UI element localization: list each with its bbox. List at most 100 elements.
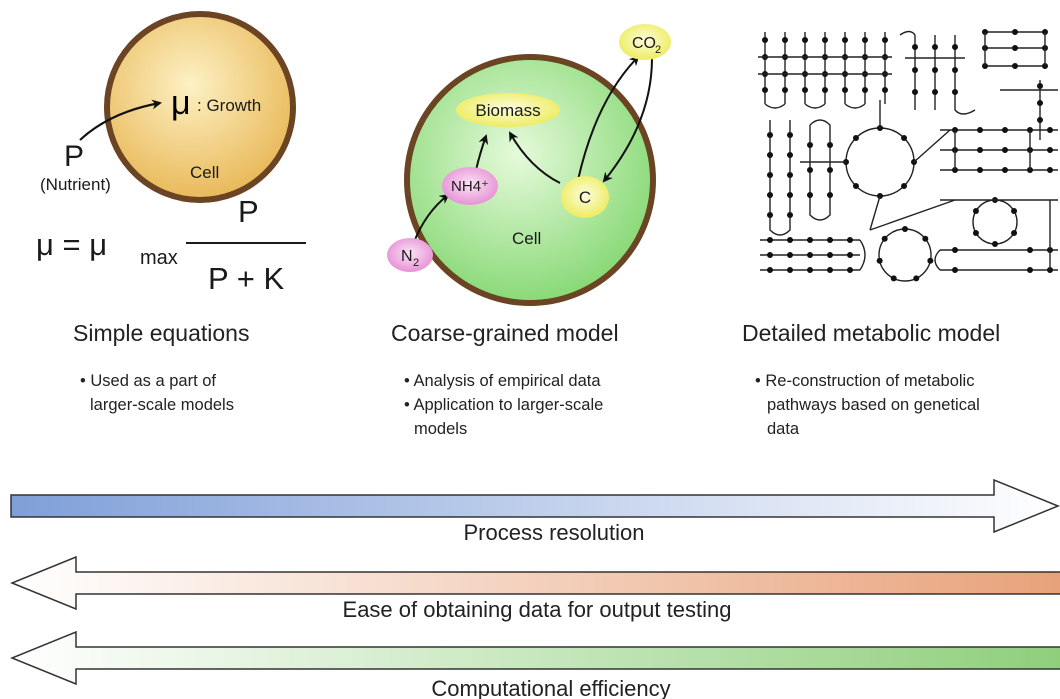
equation-lhs: μ = μ — [36, 227, 107, 262]
network-node — [762, 87, 768, 93]
network-node — [787, 212, 793, 218]
network-node — [1012, 63, 1018, 69]
network-pathway — [769, 120, 791, 236]
network-edge — [869, 199, 956, 231]
nutrient-label: (Nutrient) — [40, 175, 111, 194]
network-node — [977, 127, 983, 133]
network-node — [787, 172, 793, 178]
network-node — [827, 167, 833, 173]
equation-numerator: P — [238, 194, 259, 229]
simple-cell-label: Cell — [190, 163, 219, 182]
nh4-node — [442, 167, 498, 205]
network-node — [952, 89, 958, 95]
network-node — [862, 37, 868, 43]
simple-model-panel: μ : Growth Cell P (Nutrient) μ = μ max P… — [36, 11, 306, 296]
network-pathway — [809, 119, 831, 221]
network-node — [912, 89, 918, 95]
network-node — [782, 87, 788, 93]
network-node — [767, 267, 773, 273]
network-node — [977, 167, 983, 173]
network-node — [972, 208, 979, 214]
coarse-model-panel: Cell Biomass NH4⁺ C CO 2 N 2 — [387, 24, 671, 306]
biomass-node — [456, 93, 560, 127]
network-node — [1047, 127, 1053, 133]
bullet-simple-1-line-2: larger-scale models — [90, 396, 234, 414]
network-node — [1037, 83, 1043, 89]
network-node — [787, 252, 793, 258]
mu-symbol: μ — [171, 84, 191, 122]
network-node — [822, 87, 828, 93]
network-node — [852, 134, 859, 141]
network-edge — [869, 195, 881, 231]
network-pathway — [899, 30, 916, 36]
network-node — [787, 152, 793, 158]
network-pathway — [934, 249, 941, 271]
bullet-coarse-2-line-1: • Application to larger-scale — [404, 396, 603, 414]
network-node — [1012, 45, 1018, 51]
carbon-node — [561, 176, 609, 218]
network-node — [912, 44, 918, 50]
computational-efficiency-arrow — [10, 630, 1060, 686]
network-pathway — [859, 239, 866, 271]
network-node — [927, 257, 934, 264]
co2-subscript: 2 — [655, 44, 661, 56]
network-node — [807, 267, 813, 273]
network-node — [862, 87, 868, 93]
monod-equation: μ = μ max P P + K — [36, 194, 306, 296]
network-node — [932, 67, 938, 73]
co2-label: CO — [632, 35, 656, 52]
process-resolution-label: Process resolution — [464, 520, 645, 545]
network-node — [952, 44, 958, 50]
network-node — [1027, 247, 1033, 253]
network-node — [822, 37, 828, 43]
network-node — [922, 235, 929, 242]
network-node — [762, 37, 768, 43]
network-node — [901, 134, 908, 141]
computational-efficiency-label: Computational efficiency — [431, 676, 670, 699]
network-node — [767, 237, 773, 243]
bullet-detailed-1-line-3: data — [767, 420, 800, 438]
network-pathway — [764, 103, 786, 109]
network-node — [992, 241, 998, 247]
network-cycle — [972, 199, 1018, 245]
panel-title-detailed: Detailed metabolic model — [742, 320, 1000, 346]
network-node — [890, 275, 897, 282]
network-node — [782, 37, 788, 43]
network-node — [842, 87, 848, 93]
network-node — [827, 237, 833, 243]
network-node — [787, 267, 793, 273]
network-node — [1011, 230, 1018, 236]
network-node — [977, 147, 983, 153]
network-node — [827, 142, 833, 148]
network-node — [1002, 147, 1008, 153]
c-to-biomass-arrow — [509, 131, 561, 184]
network-node — [881, 235, 888, 242]
bullet-simple-1-line-1: • Used as a part of — [80, 372, 216, 390]
network-node — [847, 237, 853, 243]
network-node — [807, 237, 813, 243]
bullet-coarse-1: • Analysis of empirical data — [404, 372, 601, 390]
nh4-to-biomass-arrow — [475, 134, 489, 171]
network-node — [1047, 167, 1053, 173]
network-node — [902, 226, 908, 232]
network-node — [767, 172, 773, 178]
network-node — [847, 267, 853, 273]
equation-subscript: max — [140, 247, 178, 269]
network-node — [876, 257, 883, 264]
network-node — [882, 37, 888, 43]
network-node — [807, 252, 813, 258]
network-node — [952, 247, 958, 253]
network-edge — [913, 129, 951, 163]
nh4-label: NH4⁺ — [451, 178, 489, 195]
network-node — [807, 142, 813, 148]
network-node — [952, 267, 958, 273]
network-node — [852, 183, 859, 190]
network-node — [1027, 267, 1033, 273]
network-pathway — [954, 109, 976, 115]
n2-label: N — [401, 248, 413, 265]
scale-arrows: Process resolution Ease of obtaining dat… — [10, 478, 1060, 699]
growth-label: : Growth — [197, 96, 261, 115]
network-node — [802, 87, 808, 93]
network-node — [842, 37, 848, 43]
network-node — [767, 132, 773, 138]
